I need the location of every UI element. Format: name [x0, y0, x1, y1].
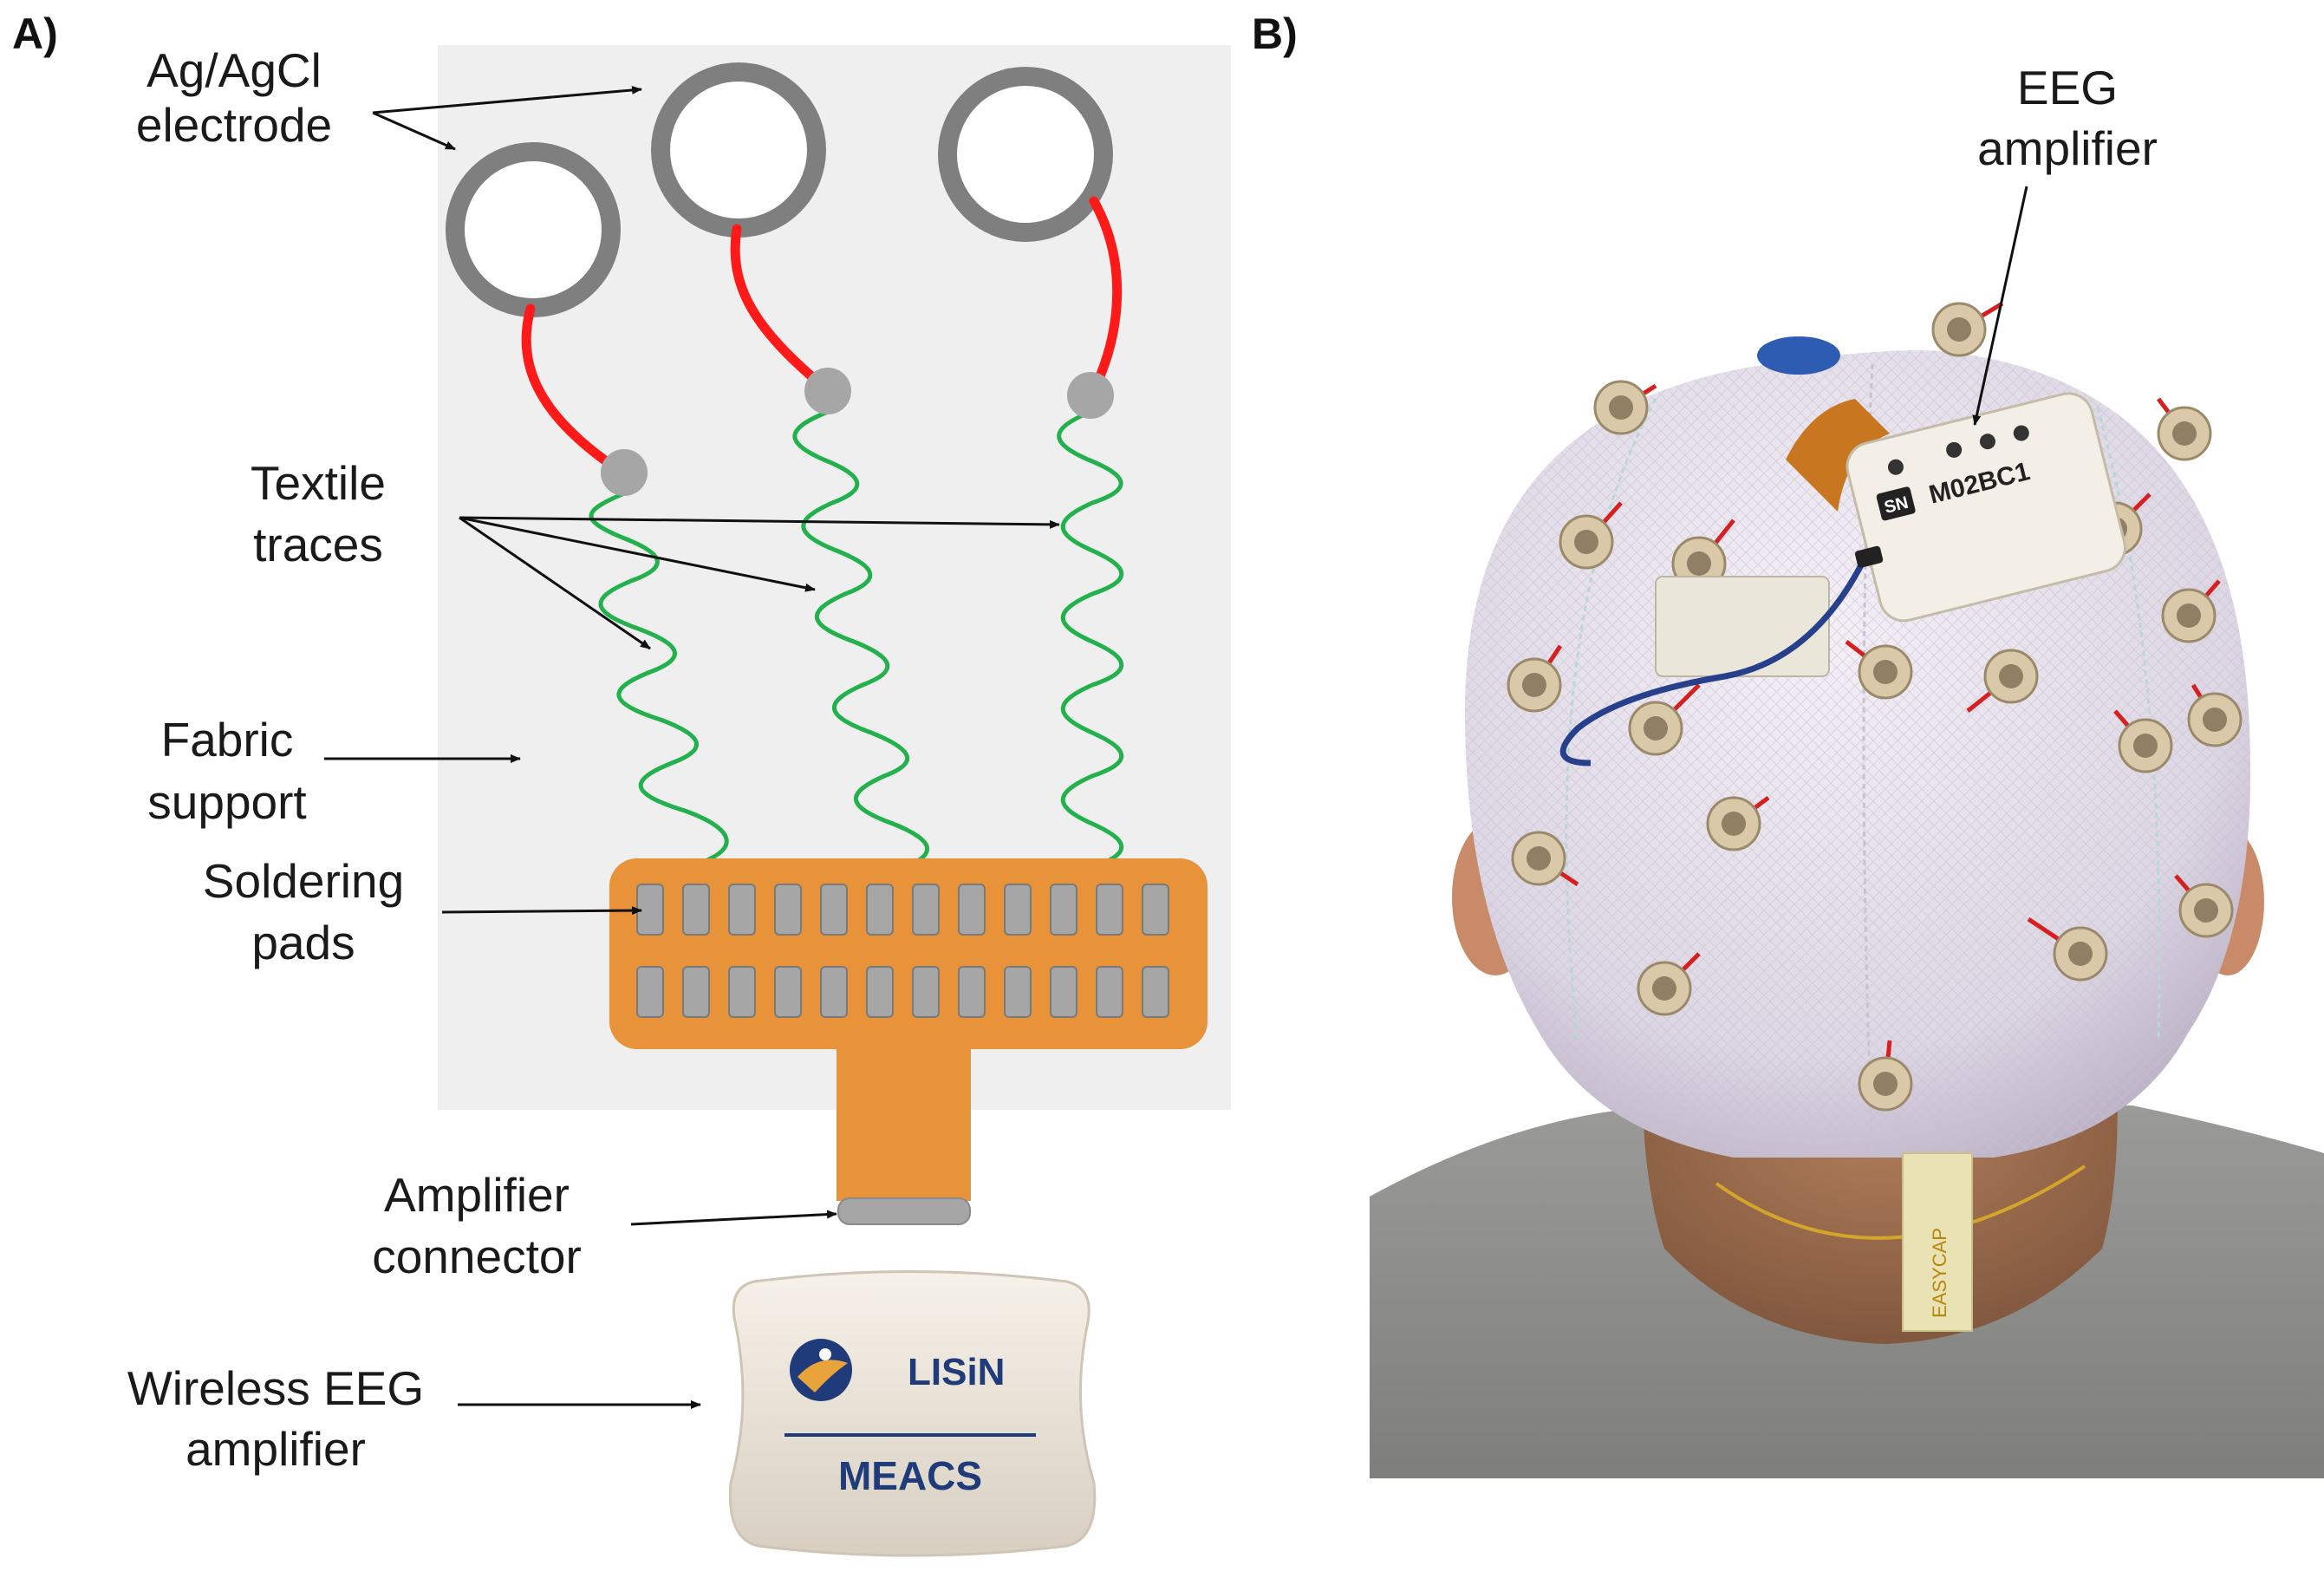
- arrow-connector: [630, 1210, 837, 1226]
- panel-b-svg: B) EASYCAP SN M02BC1 EEG: [1252, 10, 2324, 1478]
- arrow-pads: [441, 906, 642, 916]
- wireless-amplifier-device: LISiN MEACS: [728, 1270, 1097, 1557]
- label-electrode-line2: electrode: [136, 98, 332, 152]
- cap-electrode-center: [2177, 603, 2201, 628]
- panel-a-svg: A) LISiN MEACS Ag/AgCl electrode Textile…: [12, 10, 1248, 1557]
- cap-electrode-center: [1873, 1072, 1898, 1096]
- junction-dot-2: [804, 368, 851, 414]
- cap-electrode-center: [2172, 421, 2197, 446]
- cap-electrode-center: [1722, 812, 1746, 836]
- label-connector-line1: Amplifier: [384, 1168, 570, 1222]
- cap-seam-center: [1862, 363, 1874, 1154]
- soldering-pad: [958, 884, 986, 936]
- soldering-pad: [1004, 884, 1032, 936]
- arrow-eeg-amplifier: [1972, 186, 2028, 426]
- cap-electrode-center: [1873, 660, 1898, 684]
- cap-electrode-center: [1999, 664, 2023, 688]
- eeg-amplifier-box: SN M02BC1: [1846, 392, 2126, 623]
- cap-seam-left: [1565, 398, 1657, 1041]
- label-connector-line2: connector: [372, 1230, 582, 1283]
- amp-badge: [1876, 486, 1916, 521]
- panel-a-letter: A): [12, 10, 58, 58]
- soldering-pad: [912, 966, 940, 1018]
- wire-2: [730, 224, 833, 395]
- strap-text: EASYCAP: [1929, 1228, 1950, 1318]
- amplifier-connector: [837, 1197, 971, 1225]
- label-electrode-line1: Ag/AgCl: [146, 43, 322, 97]
- soldering-pad: [682, 884, 710, 936]
- cap-electrode-center: [1574, 530, 1598, 554]
- arrow-traces-to-3: [459, 516, 1060, 529]
- flex-cable: [1786, 399, 1890, 512]
- cap-electrode-center: [1652, 976, 1676, 1001]
- label-eeg-amplifier-line2: amplifier: [1977, 121, 2158, 175]
- cap-electrode-center: [1522, 673, 1546, 697]
- electrode-1: [446, 142, 621, 317]
- soldering-pad: [820, 884, 848, 936]
- label-traces-line1: Textile: [251, 456, 386, 510]
- cap-electrode-center: [1527, 846, 1551, 871]
- amp-cable-jack: [1854, 545, 1884, 568]
- soldering-pad: [1004, 966, 1032, 1018]
- electrode-2: [651, 62, 826, 238]
- soldering-pad: [1096, 966, 1123, 1018]
- cable-adapter: [1655, 576, 1830, 677]
- label-traces-line2: traces: [253, 518, 383, 571]
- device-brand: LISiN: [908, 1351, 1005, 1393]
- arrow-traces-to-1: [459, 516, 651, 650]
- arrow-traces-to-2: [459, 516, 816, 592]
- soldering-pad: [728, 966, 756, 1018]
- soldering-pad: [866, 966, 894, 1018]
- label-pads-line2: pads: [251, 916, 355, 969]
- cap-strap: EASYCAP: [1902, 1152, 1973, 1332]
- junction-dot-3: [1067, 372, 1114, 419]
- soldering-pad: [1142, 884, 1169, 936]
- cap-electrode-center: [1644, 716, 1668, 740]
- soldering-pad: [820, 966, 848, 1018]
- wire-3: [1089, 196, 1123, 395]
- soldering-pad: [866, 884, 894, 936]
- panel-b-photo: B) EASYCAP SN M02BC1 EEG: [1248, 0, 2324, 1581]
- soldering-pad: [912, 884, 940, 936]
- amp-symbol-icons: [1887, 425, 2029, 475]
- soldering-pad: [636, 966, 664, 1018]
- cap-electrode-center: [1687, 551, 1711, 576]
- wire-1: [521, 303, 628, 478]
- soldering-pad: [1050, 966, 1077, 1018]
- arrow-electrode-to-ring2: [372, 85, 642, 114]
- soldering-pad: [774, 884, 802, 936]
- soldering-pad: [774, 966, 802, 1018]
- cap-electrode-center: [1947, 317, 1971, 342]
- panel-a-schematic: A) LISiN MEACS Ag/AgCl electrode Textile…: [12, 10, 1248, 1557]
- label-fabric-line1: Fabric: [161, 713, 294, 766]
- arrow-electrode-to-ring1: [372, 111, 456, 151]
- label-eeg-amplifier-line1: EEG: [2017, 61, 2118, 114]
- soldering-pad: [728, 884, 756, 936]
- blue-ground-electrode: [1757, 336, 1840, 375]
- junction-dot-1: [601, 449, 648, 496]
- soldering-pad: [682, 966, 710, 1018]
- cap-electrode-center: [2203, 708, 2227, 732]
- flex-pcb-tail: [837, 1040, 971, 1201]
- soldering-pad: [1142, 966, 1169, 1018]
- label-wireless-line1: Wireless EEG: [127, 1361, 424, 1415]
- soldering-pad: [1096, 884, 1123, 936]
- label-fabric-line2: support: [147, 775, 306, 829]
- soldering-pads: [636, 884, 1169, 1018]
- cap-electrode-center: [2068, 942, 2093, 966]
- electrode-3: [938, 67, 1113, 242]
- cap-electrode-center: [2194, 898, 2218, 923]
- necklace: [1715, 1164, 2086, 1240]
- blue-cable: [1559, 540, 1876, 766]
- device-model: MEACS: [838, 1453, 982, 1498]
- label-pads-line1: Soldering: [203, 854, 404, 908]
- cap-seam-right: [2096, 407, 2161, 1041]
- label-wireless-line2: amplifier: [186, 1422, 366, 1476]
- cap-electrode-center: [1609, 395, 1633, 420]
- soldering-pad: [1050, 884, 1077, 936]
- cap-electrode-center: [2133, 734, 2158, 758]
- soldering-pad: [958, 966, 986, 1018]
- lisin-logo-icon: [790, 1339, 852, 1401]
- panel-b-letter: B): [1252, 10, 1298, 58]
